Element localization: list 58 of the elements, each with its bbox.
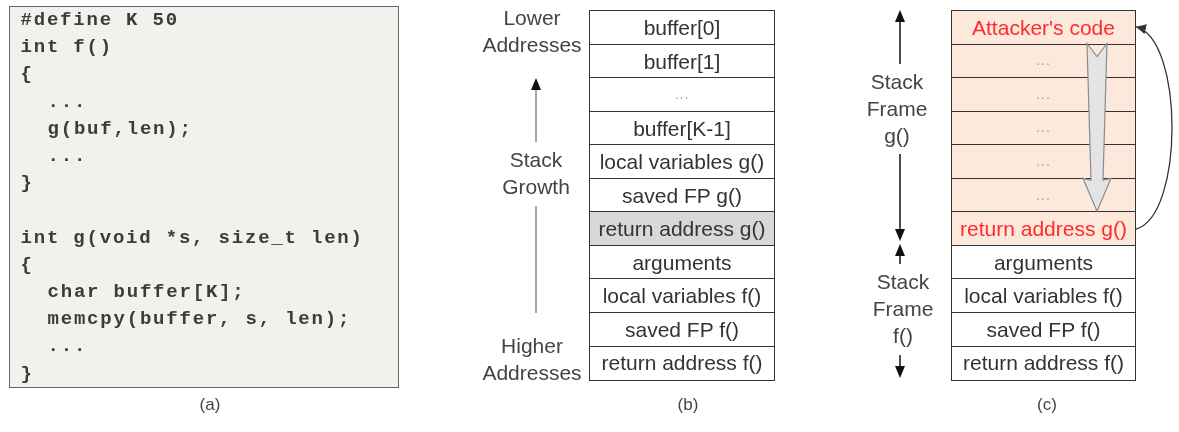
ellipsis-text: ... bbox=[1036, 154, 1051, 170]
slot-text: local variables f() bbox=[964, 284, 1123, 308]
stack-slot bbox=[589, 77, 775, 113]
slot-text: buffer[0] bbox=[643, 15, 721, 40]
stack-slot bbox=[951, 211, 1136, 247]
stack-slot bbox=[951, 345, 1136, 381]
code-line: { bbox=[20, 64, 34, 85]
code-line: int f() bbox=[20, 37, 113, 58]
stack-slot bbox=[589, 345, 775, 381]
stack-slot bbox=[589, 144, 775, 180]
code-line: int g(void *s, size_t len) bbox=[20, 227, 364, 248]
ellipsis-text: ... bbox=[1036, 187, 1051, 203]
stack-slot bbox=[951, 311, 1136, 347]
slot-text: saved FP f() bbox=[625, 317, 739, 341]
slot-text: buffer[K-1] bbox=[633, 116, 731, 140]
curved-arrow bbox=[1135, 26, 1173, 230]
panel-caption: (c) bbox=[1037, 394, 1057, 416]
code-line: ... bbox=[47, 91, 88, 112]
frame-label: Stack Frame g() bbox=[866, 69, 928, 149]
slot-text: buffer[1] bbox=[643, 49, 721, 73]
code-line: { bbox=[20, 254, 34, 275]
slot-text: return address f() bbox=[601, 351, 763, 375]
block-arrow bbox=[1081, 41, 1113, 213]
address-label: Lower Addresses bbox=[482, 5, 582, 58]
slot-text: return address g() bbox=[598, 217, 766, 241]
code-line: #define K 50 bbox=[20, 10, 179, 30]
stack-slot bbox=[589, 278, 775, 314]
ellipsis-text: ... bbox=[674, 86, 690, 103]
ellipsis-text: ... bbox=[1036, 53, 1051, 69]
code-line: } bbox=[20, 173, 34, 194]
panel-caption: (a) bbox=[199, 394, 221, 416]
stack-slot bbox=[951, 10, 1136, 46]
code-line: g(buf,len); bbox=[47, 118, 193, 139]
code-line: char buffer[K]; bbox=[47, 282, 246, 302]
stack-slot bbox=[589, 10, 775, 46]
code-line: memcpy(buffer, s, len); bbox=[47, 309, 352, 330]
stack-slot bbox=[589, 211, 775, 247]
stack-slot bbox=[589, 311, 775, 347]
slot-text: local variables f() bbox=[602, 284, 762, 308]
stack-slot bbox=[951, 278, 1136, 314]
slot-text: saved FP f() bbox=[986, 317, 1101, 341]
slot-text: saved FP g() bbox=[622, 183, 742, 207]
slot-text: arguments bbox=[632, 250, 732, 274]
slot-text: return address f() bbox=[962, 351, 1125, 375]
panel-caption: (b) bbox=[677, 394, 699, 416]
code-line: ... bbox=[47, 336, 88, 357]
slot-text: local variables g() bbox=[599, 150, 765, 174]
direction-label: Stack Growth bbox=[502, 147, 570, 200]
code-line: ... bbox=[47, 146, 88, 166]
slot-text: arguments bbox=[993, 250, 1094, 274]
code-panel bbox=[9, 6, 399, 388]
slot-text: return address g() bbox=[960, 217, 1127, 241]
slot-text: Attacker's code bbox=[972, 15, 1115, 40]
ellipsis-text: ... bbox=[1036, 120, 1051, 136]
frame-label: Stack Frame f() bbox=[872, 269, 934, 349]
address-label: Higher Addresses bbox=[482, 333, 582, 386]
code-line: } bbox=[20, 363, 34, 384]
ellipsis-text: ... bbox=[1036, 86, 1051, 103]
